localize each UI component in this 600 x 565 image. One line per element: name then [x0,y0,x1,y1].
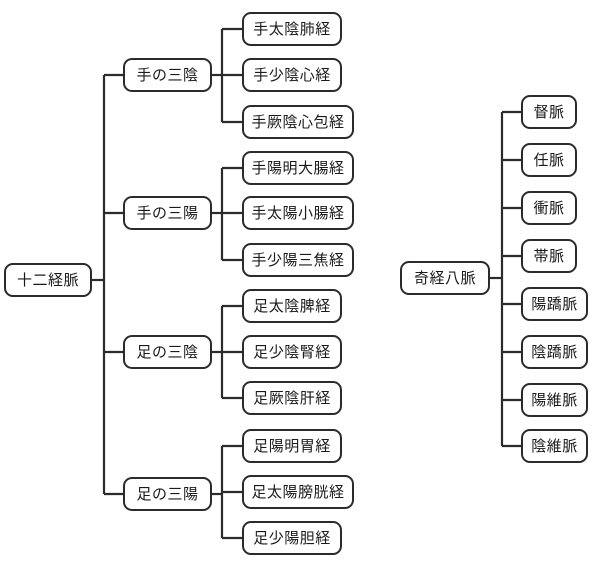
node-ashi-shoyo-tan-kei[interactable]: 足少陽胆経 [242,521,342,555]
node-nin-myaku[interactable]: 任脈 [521,143,577,177]
node-ashi-taiin-hi-kei[interactable]: 足太陰脾経 [242,289,342,323]
node-inkyo-myaku[interactable]: 陰蹻脈 [521,335,588,369]
node-toku-myaku[interactable]: 督脈 [521,95,577,129]
node-yoi-myaku[interactable]: 陽維脈 [521,383,588,417]
node-yokyo-myaku[interactable]: 陽蹻脈 [521,287,588,321]
node-te-taiin-hai-kei[interactable]: 手太陰肺経 [242,12,342,46]
node-te-yomei-daicho-kei[interactable]: 手陽明大腸経 [242,151,354,185]
node-ashi-shoin-jin-kei[interactable]: 足少陰腎経 [242,335,342,369]
node-ashi-yomei-i-kei[interactable]: 足陽明胃経 [242,429,342,463]
node-sho-myaku[interactable]: 衝脈 [521,191,577,225]
node-te-ketsuin-shinpo-kei[interactable]: 手厥陰心包経 [242,105,354,139]
node-ashi-ketsuin-kan-kei[interactable]: 足厥陰肝経 [242,381,342,415]
node-root-twelve-meridians[interactable]: 十二経脈 [4,263,92,297]
node-te-no-sanyo[interactable]: 手の三陽 [123,196,212,230]
node-te-shoyo-sansho-kei[interactable]: 手少陽三焦経 [242,243,354,277]
node-ashi-no-sanin[interactable]: 足の三陰 [123,335,212,369]
node-te-no-sanin[interactable]: 手の三陰 [123,58,212,92]
node-ashi-no-sanyo[interactable]: 足の三陽 [123,477,212,511]
node-te-shoin-shin-kei[interactable]: 手少陰心経 [242,58,342,92]
node-tai-myaku[interactable]: 帯脈 [521,239,577,273]
node-ashi-taiyo-bokou-kei[interactable]: 足太陽膀胱経 [242,475,354,509]
node-ini-myaku[interactable]: 陰維脈 [521,429,588,463]
node-root-eight-extraordinary-vessels[interactable]: 奇経八脈 [400,261,490,295]
node-te-taiyo-shocho-kei[interactable]: 手太陽小腸経 [242,196,354,230]
